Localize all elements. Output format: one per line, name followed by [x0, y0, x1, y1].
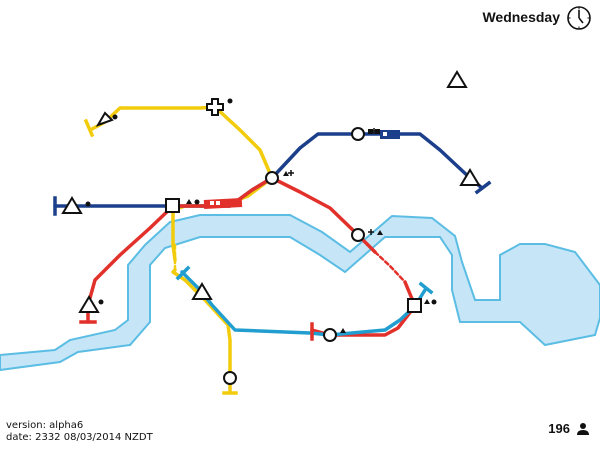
station-circle-icon[interactable] — [265, 171, 279, 185]
person-icon — [577, 423, 589, 435]
date-line: date: 2332 08/03/2014 NZDT — [6, 432, 153, 443]
trains — [203, 130, 400, 209]
cyan-line-terminus[interactable] — [175, 265, 191, 281]
station-cross-icon[interactable] — [206, 98, 224, 116]
station-triangle-icon[interactable] — [459, 168, 481, 186]
cyan-line-terminus[interactable] — [418, 281, 434, 295]
station-circle-icon[interactable] — [223, 371, 237, 385]
station-square-icon[interactable] — [407, 298, 422, 313]
day-label: Wednesday — [482, 9, 560, 25]
train — [203, 198, 243, 209]
yellow-line[interactable] — [90, 105, 274, 395]
station-diamond-icon[interactable] — [95, 111, 114, 127]
clock-icon — [567, 6, 591, 30]
station-triangle-icon[interactable] — [61, 196, 83, 214]
station-triangle-icon[interactable] — [78, 295, 100, 313]
version-info: version: alpha6 date: 2332 08/03/2014 NZ… — [6, 420, 153, 444]
station-circle-icon[interactable] — [351, 127, 365, 141]
yellow-line-terminus[interactable] — [83, 118, 95, 138]
train — [380, 130, 400, 139]
river — [0, 214, 600, 372]
red-line-dashed — [373, 250, 407, 284]
cyan-line[interactable] — [180, 270, 427, 337]
station-square-icon[interactable] — [165, 198, 180, 213]
station-triangle-icon[interactable] — [446, 70, 468, 88]
passenger-count: 196 — [548, 421, 570, 436]
waiting-passengers — [85, 98, 437, 333]
station-circle-icon[interactable] — [351, 228, 365, 242]
station-triangle-icon[interactable] — [191, 282, 213, 300]
version-line: version: alpha6 — [6, 420, 84, 431]
blue-line-terminus[interactable] — [474, 180, 492, 195]
station-circle-icon[interactable] — [323, 328, 337, 342]
